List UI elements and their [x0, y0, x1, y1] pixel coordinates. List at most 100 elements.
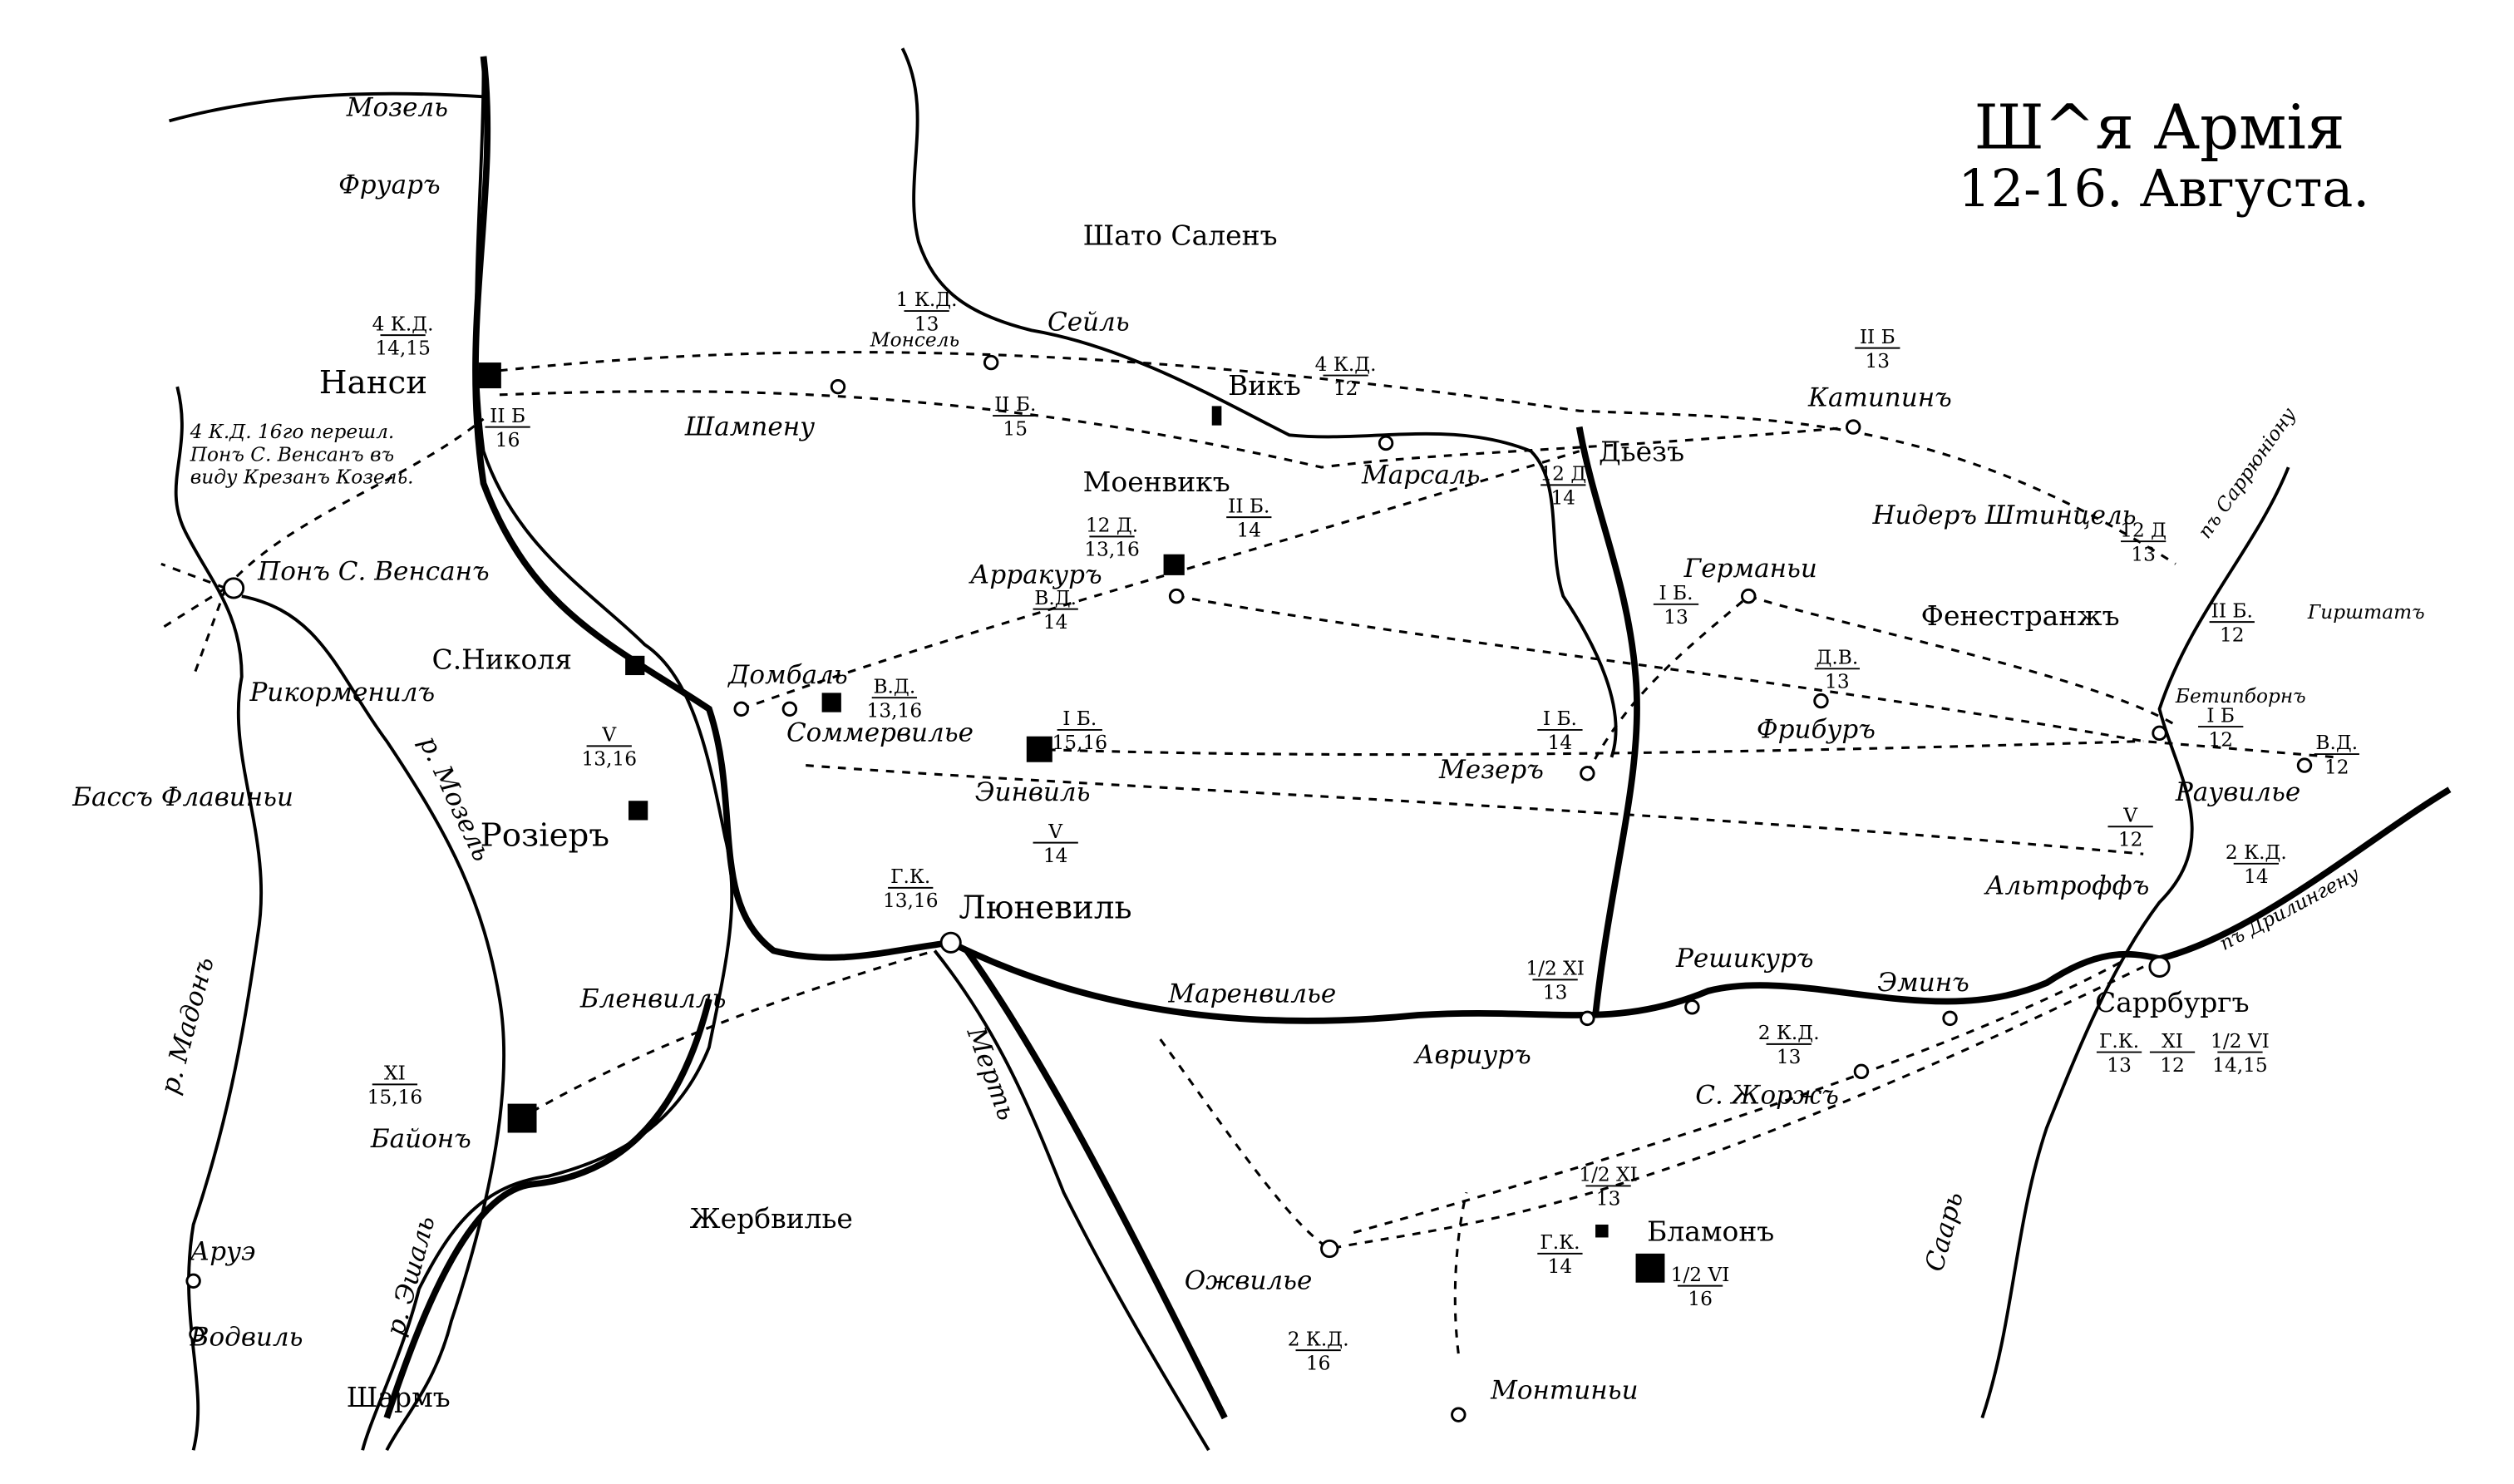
unit-dates: 13	[2131, 543, 2156, 565]
note-line-3: виду Крезанъ Козель.	[190, 466, 414, 488]
vezouze-river	[933, 949, 1210, 1452]
unit-dates: 12	[2160, 1054, 2185, 1077]
unit-label-iib14: II Б.14	[1226, 495, 1272, 541]
unit-name: 1 К.Д.	[896, 288, 958, 311]
unit-name: Г.К.	[1540, 1231, 1580, 1254]
label-moncel: Монсель	[870, 329, 959, 352]
unit-dates: 13	[1664, 606, 1688, 629]
unit-dates: 14	[1043, 611, 1068, 634]
unit-label-ib13: I Б.13	[1653, 582, 1699, 629]
unit-label-iib-nancy: II Б16	[485, 405, 530, 451]
unit-name: V	[601, 724, 617, 747]
railway-luneville-south	[964, 949, 1228, 1420]
unit-name: В.Д.	[873, 675, 915, 698]
note-line-2: Понъ С. Венсанъ въ	[190, 443, 394, 466]
unit-label-v12: V12	[2107, 804, 2153, 851]
unit-dates: 16	[1688, 1288, 1713, 1310]
unit-label-gk-sarr: Г.К.13	[2096, 1030, 2142, 1077]
label-rauwiller: Раувилье	[2175, 777, 2300, 807]
unit-label-kd4-vic: 4 К.Д.12	[1315, 353, 1377, 400]
unit-name: 1/2 XI	[1526, 958, 1585, 980]
unit-label-kd1: 1 К.Д.13	[896, 288, 958, 335]
unit-dates: 12	[2208, 728, 2233, 751]
unit-dates: 14	[1551, 487, 1576, 510]
label-richardmenil: Рикорменилъ	[249, 678, 435, 707]
unit-name: 1/2 XI	[1579, 1164, 1638, 1186]
label-madon-river: р. Мадонъ	[155, 954, 220, 1097]
unit-name: 12 Д	[1540, 463, 1586, 486]
unit-label-kd2-13: 2 К.Д.13	[1758, 1022, 1820, 1068]
unit-dates: 14	[2244, 865, 2269, 888]
unit-dates: 15,16	[367, 1087, 423, 1109]
label-emich: Эминъ	[1877, 968, 1969, 998]
unit-label-dv13: Д.В.13	[1814, 647, 1860, 693]
unit-name: 1/2 VI	[2211, 1030, 2270, 1053]
unit-label-v1316: V13,16	[581, 724, 637, 771]
label-arracourt: Арракуръ	[969, 560, 1102, 590]
unit-dates: 14	[1237, 519, 1262, 541]
label-moyenvic: Моенвикъ	[1083, 466, 1230, 498]
unit-dates: 14,15	[2212, 1054, 2268, 1077]
map-title: Ш^я Армія	[1974, 92, 2345, 163]
unit-name: II Б	[490, 405, 525, 427]
madon-river	[174, 386, 264, 1451]
label-dombasle: Домбаль	[727, 660, 848, 690]
crossing-note: 4 К.Д. 16го перешл. Понъ С. Венсанъ въ в…	[190, 421, 414, 488]
rivers	[169, 47, 2290, 1452]
railway-nancy-luneville	[472, 56, 952, 961]
map-subtitle-dates: 12-16. Августа.	[1958, 158, 2369, 219]
unit-label-ib12: I Б12	[2198, 704, 2244, 751]
seille-river	[900, 47, 1618, 758]
unit-name: II Б	[1860, 326, 1895, 348]
label-st-nicolas: С.Николя	[432, 643, 572, 675]
unit-dates: 13,16	[581, 748, 637, 771]
unit-dates: 13,16	[883, 890, 939, 912]
railway-luneville-sarrebourg	[949, 786, 2452, 1024]
label-euron-river: р. Эшаль	[381, 1213, 441, 1339]
unit-dates: 13	[914, 313, 939, 335]
unit-dates: 13	[2107, 1054, 2132, 1077]
meurthe-river	[241, 594, 506, 1452]
unit-dates: 12	[2220, 624, 2245, 646]
unit-dates: 13	[1866, 350, 1890, 372]
unit-name: Г.К.	[890, 865, 930, 888]
unit-name: 1/2 VI	[1671, 1264, 1730, 1286]
unit-dates: 14	[1043, 845, 1068, 867]
note-line-1: 4 К.Д. 16го перешл.	[190, 421, 395, 443]
label-to-drulingen: пъ Дрилингену	[2216, 862, 2363, 954]
label-einville: Эинвиль	[975, 777, 1091, 807]
unit-label-vd13: В.Д.13,16	[867, 675, 923, 722]
unit-label-d12-dieuze: 12 Д14	[1540, 463, 1586, 510]
label-nieder-stinzel: Нидеръ Штинцель	[1871, 500, 2136, 530]
label-sarrebourg: Саррбургъ	[2095, 986, 2250, 1018]
label-champenoux: Шампену	[684, 412, 815, 441]
unit-name: В.Д.	[1034, 587, 1077, 609]
label-pont-st-vincent: Понъ С. Венсанъ	[257, 557, 490, 587]
railways	[383, 56, 2452, 1420]
unit-dates: 14,15	[375, 337, 431, 359]
unit-dates: 15	[1003, 417, 1028, 440]
label-haroue: Аруэ	[189, 1237, 256, 1267]
label-ogeviller: Ожвилье	[1185, 1265, 1313, 1295]
railway-bayon	[383, 998, 712, 1419]
unit-label-iib13: II Б13	[1855, 326, 1900, 372]
unit-dates: 13,16	[1084, 539, 1140, 561]
unit-name: Д.В.	[1816, 647, 1858, 669]
label-chateau-salins: Шато Саленъ	[1083, 219, 1278, 252]
unit-name: V	[2122, 804, 2138, 826]
unit-dates: 14	[1548, 1255, 1573, 1278]
unit-name: 2 К.Д.	[2226, 841, 2287, 864]
unit-name: 12 Д	[2120, 519, 2166, 541]
march-routes	[160, 351, 2337, 1354]
label-frouard: Фруаръ	[338, 170, 441, 200]
unit-name: II Б.	[2211, 599, 2253, 622]
unit-name: 4 К.Д.	[1315, 353, 1377, 376]
label-guermange: Германьи	[1683, 554, 1817, 584]
label-st-georges: С. Жоржъ	[1695, 1081, 1839, 1111]
unit-label-v14: V14	[1033, 821, 1078, 867]
unit-name: XI	[384, 1062, 406, 1085]
label-blainville: Бленвилль	[579, 984, 727, 1013]
label-avricourt: Авриуръ	[1413, 1040, 1531, 1070]
